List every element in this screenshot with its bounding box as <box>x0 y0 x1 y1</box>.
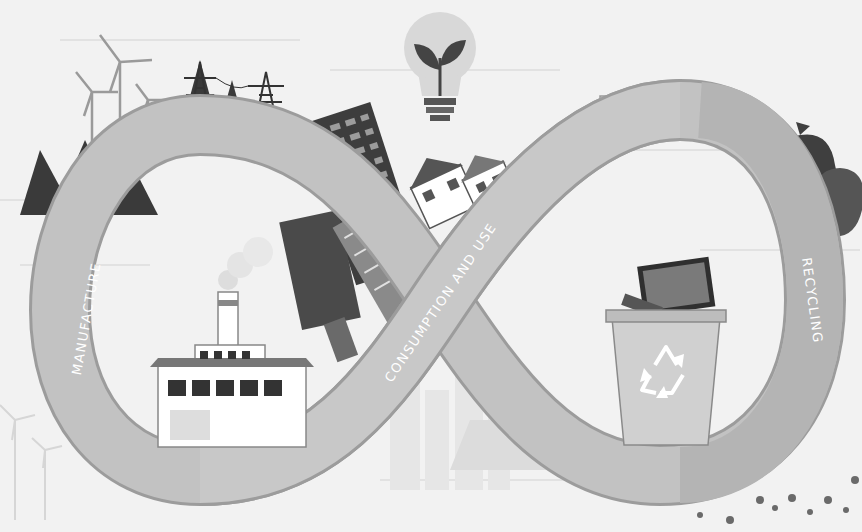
factory-part-part <box>228 351 236 359</box>
ground-rubble-part <box>756 496 764 504</box>
city-buildings-part-part-part <box>369 142 378 150</box>
ground-rubble-part <box>807 509 813 515</box>
ground-rubble-part <box>772 505 778 511</box>
city-buildings-part-part-part <box>349 132 360 141</box>
recycling-bin-part <box>612 318 720 445</box>
infinity-band <box>60 110 815 475</box>
ground-rubble-part <box>824 496 832 504</box>
recycling-bin-part-part <box>672 354 684 368</box>
recycling-bin-part <box>606 310 726 322</box>
faint-turbines-part <box>32 438 62 468</box>
factory-part-part <box>264 380 282 396</box>
light-bulb-part <box>414 44 440 70</box>
wind-turbines-part <box>76 72 118 116</box>
recycling-bin-part-part <box>655 347 677 365</box>
recycling-bin <box>606 257 726 445</box>
factory-part-part <box>216 380 234 396</box>
city-buildings-part <box>324 317 358 362</box>
recycling-bin-part-part <box>656 386 668 398</box>
light-bulb-part <box>440 40 466 66</box>
factory-part-part <box>192 380 210 396</box>
factory-part-part <box>200 351 208 359</box>
infinity-band-part <box>60 110 815 475</box>
trash-bags-part <box>796 122 810 135</box>
faint-turbines-part <box>0 405 35 440</box>
city-buildings-part-part-part <box>330 123 341 132</box>
ground-rubble-part <box>851 476 859 484</box>
city-buildings-part-part <box>400 145 463 190</box>
city-buildings-part-part-part <box>345 118 356 127</box>
light-bulb <box>404 12 476 121</box>
recycling-bin-part <box>640 354 684 398</box>
ground-rubble-part <box>788 494 796 502</box>
factory-part-part <box>242 351 250 359</box>
city-buildings-part-part-part <box>374 156 383 164</box>
factory-part <box>150 358 314 367</box>
ground-rubble-part <box>843 507 849 513</box>
infinity-band-part <box>60 110 815 475</box>
ground-rubble <box>697 476 859 524</box>
factory-part <box>170 410 210 440</box>
city-buildings-part-part-part <box>365 128 374 136</box>
city-buildings-part-part-part <box>360 113 369 121</box>
factory-part-part <box>240 380 258 396</box>
ground-rubble-part <box>726 516 734 524</box>
light-bulb-part <box>430 115 450 121</box>
factory-part <box>168 351 282 396</box>
factory-part <box>243 237 273 267</box>
recycling-bin-part-part <box>643 262 710 310</box>
factory <box>150 237 314 447</box>
faint-skyline-part <box>425 390 449 490</box>
light-bulb-part <box>426 107 454 113</box>
factory-part <box>218 300 238 306</box>
city-buildings-part-part <box>447 178 460 191</box>
recycling-bin-part-part <box>640 368 652 382</box>
faint-turbines <box>0 405 62 520</box>
recycling-bin-part <box>642 347 683 393</box>
ground-rubble-part <box>697 512 703 518</box>
faint-turbines-part <box>14 420 16 520</box>
wind-turbines-part <box>100 35 152 92</box>
light-bulb-part <box>424 98 456 105</box>
factory-part-part <box>214 351 222 359</box>
factory-part <box>158 365 306 447</box>
city-buildings-part-part <box>422 189 435 202</box>
background-part-part <box>60 39 300 41</box>
factory-part-part <box>168 380 186 396</box>
